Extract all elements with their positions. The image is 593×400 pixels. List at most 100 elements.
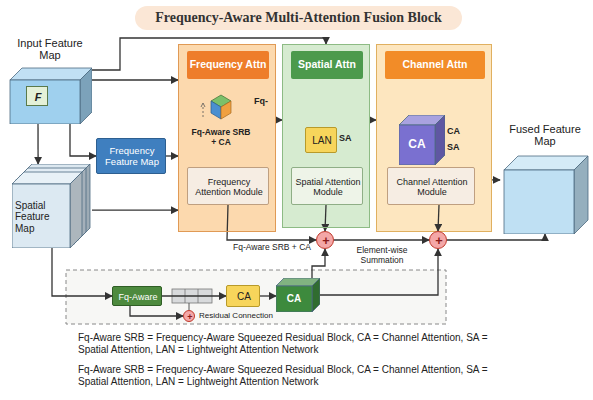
connector-arrow: [227, 205, 316, 240]
attention-panel: Frequency AttnFq-Aware SRB + CA Frequency…: [178, 44, 276, 232]
block-icon: [189, 87, 253, 125]
text-wrap: CA: [229, 288, 259, 306]
connector-arrow: [312, 249, 325, 278]
feature-cube: Input Feature MapF: [8, 34, 92, 124]
icon-arrow: [203, 105, 204, 117]
node-text: F: [35, 91, 42, 103]
cube-front: [276, 286, 312, 312]
icon-face: [221, 101, 231, 119]
feature-cube: Spatial Feature Map: [12, 164, 92, 248]
connector-arrow: [92, 210, 178, 211]
connector-arrow: [260, 295, 276, 296]
connector-arrow: [130, 306, 183, 316]
cube-side: [70, 172, 82, 248]
process-box: LAN: [305, 127, 337, 153]
node-text: Channel Attention Module: [390, 177, 474, 197]
node-text: CA: [287, 293, 301, 304]
node-text: Spatial Feature Map: [15, 200, 69, 234]
annotation-label: SA: [339, 133, 359, 143]
node-text: CA: [408, 138, 425, 151]
connector-arrow: [52, 248, 112, 296]
bottom-panel: [66, 270, 446, 324]
text-wrap: Channel Attention Module: [390, 170, 474, 204]
connector-arrow: [438, 205, 439, 231]
connector-arrow: [334, 239, 429, 240]
cube-front: [504, 170, 574, 234]
cube-top: [10, 68, 92, 80]
node-text: Frequency Attention Module: [190, 177, 268, 197]
annotation-label: SA: [447, 142, 469, 152]
connector-arrow: [166, 155, 178, 156]
connector-arrow: [92, 79, 178, 80]
node-text: Input Feature Map: [8, 37, 92, 62]
node-text: Fq-Aware: [119, 292, 158, 302]
cube-front: [399, 125, 435, 165]
connector-arrow: [70, 124, 96, 156]
annotation-label: Fq-: [254, 96, 276, 106]
text-wrap: CA: [399, 125, 435, 165]
cube-side: [80, 68, 92, 124]
text-wrap: Spatial Feature Map: [15, 194, 69, 240]
text-wrap: Frequency Attn: [187, 51, 269, 79]
annotation-label: Fq-Aware SRB + CA: [226, 243, 318, 253]
title-text: Frequency-Aware Multi-Attention Fusion B…: [155, 10, 442, 26]
text-wrap: Channel Attn: [385, 51, 485, 79]
process-box: Spatial Attention Module: [291, 167, 363, 205]
residual-wire: [189, 303, 190, 310]
text-wrap: Fused Feature Map: [500, 120, 590, 150]
cube-top: [504, 156, 588, 170]
annotation-label: CA: [447, 126, 469, 136]
icon-arrowhead: [201, 103, 205, 107]
text-wrap: +: [186, 313, 194, 321]
annotation-label: Residual Connection: [199, 311, 289, 320]
text-wrap: Fq-Aware: [115, 289, 161, 305]
feature-cube: CA: [399, 115, 445, 165]
sum-circle: +: [429, 231, 447, 249]
caption-text: Fq-Aware SRB = Frequency-Aware Squeezed …: [78, 364, 508, 387]
text-wrap: F: [29, 89, 47, 105]
node-text: LAN: [312, 135, 331, 146]
text-wrap: CA: [276, 286, 312, 312]
text-wrap: Frequency Feature Map: [99, 141, 165, 173]
cube-front: [10, 80, 80, 124]
node-text: CA: [237, 291, 251, 302]
node-text: Fused Feature Map: [500, 123, 590, 148]
process-box: Fq-Aware: [112, 286, 162, 306]
process-box: Fq-Aware SRB + CA: [189, 87, 253, 151]
sum-circle: +: [183, 310, 195, 322]
text-wrap: Spatial Attn: [291, 51, 363, 79]
caption-text: Fq-Aware SRB = Frequency-Aware Squeezed …: [78, 332, 508, 355]
text-wrap: Frequency Attention Module: [190, 170, 268, 204]
text-wrap: +: [319, 234, 333, 248]
process-box: Frequency Feature Map: [96, 138, 166, 174]
panel-heading: Frequency Attn: [190, 59, 267, 71]
process-box: F: [26, 86, 48, 106]
panel-fill: [178, 44, 276, 232]
cube-side: [574, 156, 588, 234]
node-text: +: [435, 234, 442, 248]
node-text: Fq-Aware SRB + CA: [189, 128, 253, 147]
connector-arrow: [37, 124, 38, 164]
cube-side: [435, 115, 445, 165]
diagram-title: Frequency-Aware Multi-Attention Fusion B…: [135, 6, 462, 30]
process-box: CA: [226, 285, 260, 307]
text-wrap: Fq-Aware SRB + CA: [189, 125, 253, 151]
panel-heading: Channel Attn: [403, 59, 468, 71]
process-box: Channel Attention Module: [387, 167, 475, 205]
icon-face: [211, 101, 221, 119]
text-wrap: LAN: [308, 130, 336, 152]
node-text: Frequency Feature Map: [99, 146, 165, 167]
connector-arrow: [162, 295, 226, 296]
process-box: Frequency Attention Module: [187, 167, 269, 205]
connector-arrow: [492, 179, 500, 180]
panel-fill: [282, 44, 370, 228]
cube-front: [12, 184, 70, 248]
text-wrap: Spatial Attention Module: [294, 170, 362, 204]
feature-cube: CA: [276, 278, 320, 312]
panel-fill: [376, 44, 492, 232]
attention-panel: Spatial AttnLAN Spatial Attention Module: [282, 44, 370, 228]
attention-panel: Channel AttnCA Channel Attention Module: [376, 44, 492, 232]
title-band: [135, 6, 462, 30]
feature-cube: Fused Feature Map: [500, 120, 590, 234]
